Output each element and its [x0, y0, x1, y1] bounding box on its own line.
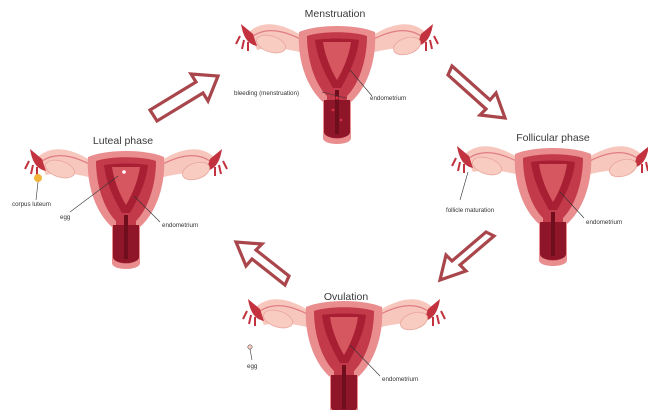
follicular-title: Follicular phase — [516, 132, 590, 144]
arrow-menstruation-to-follicular — [448, 66, 505, 118]
egg — [248, 345, 252, 349]
blood-drop — [335, 96, 338, 99]
endometrium-label: endometrium — [382, 376, 418, 383]
leader-line — [36, 182, 38, 200]
endometrium-label: endometrium — [586, 219, 622, 226]
luteal-title: Luteal phase — [93, 135, 153, 147]
endometrium-label: endometrium — [370, 95, 406, 102]
egg-label: egg — [247, 363, 258, 370]
menstruation-uterus — [236, 24, 438, 144]
blood-drop — [340, 119, 343, 122]
endometrium-label: endometrium — [162, 222, 198, 229]
blood-drop — [332, 109, 335, 112]
phase-ovulation: Ovulation egg endometrium — [243, 291, 445, 410]
arrow-follicular-to-ovulation — [440, 232, 494, 280]
arrow-ovulation-to-luteal — [236, 242, 289, 285]
arrow-luteal-to-menstruation — [150, 74, 218, 121]
corpus-luteum-label: corpus luteum — [12, 201, 51, 208]
ovulation-uterus — [243, 299, 445, 410]
corpus-luteum-marker — [34, 174, 42, 182]
egg-label: egg — [60, 214, 71, 221]
follicle-maturation-label: follicle maturation — [446, 207, 495, 214]
leader-line — [250, 349, 252, 360]
phase-menstruation: Menstruation bleeding (menstruation) end… — [234, 8, 438, 144]
leader-line — [460, 172, 468, 200]
menstruation-title: Menstruation — [305, 8, 366, 20]
egg — [122, 170, 126, 174]
bleeding-label: bleeding (menstruation) — [234, 90, 299, 97]
luteal-uterus — [25, 149, 227, 269]
phase-luteal: Luteal phase corpus luteum egg endometri… — [12, 135, 227, 269]
